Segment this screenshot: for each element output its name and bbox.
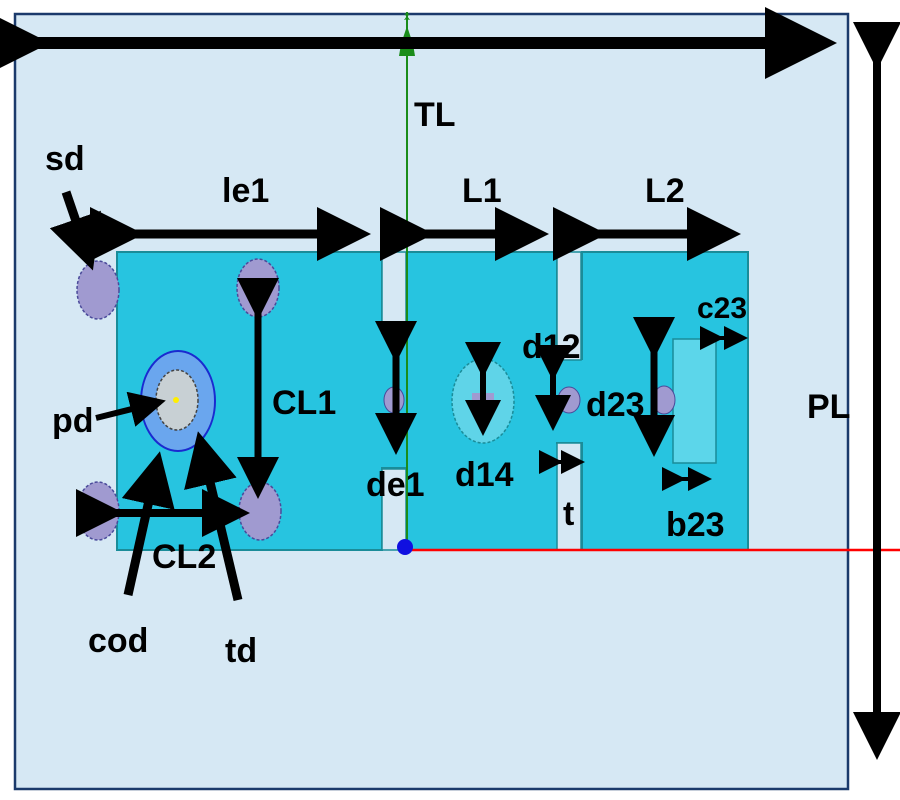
label-TL: TL <box>414 96 456 134</box>
label-td: td <box>225 632 257 670</box>
label-t: t <box>563 495 574 533</box>
label-L2: L2 <box>645 172 685 210</box>
pointer-arrow-cod <box>121 451 175 596</box>
slot-t-top <box>556 251 582 361</box>
origin-marker <box>397 539 413 555</box>
slot-de1-bottom <box>381 468 407 551</box>
label-d14: d14 <box>455 456 514 494</box>
via-top-left <box>76 260 120 320</box>
label-le1: le1 <box>222 172 269 210</box>
label-CL2: CL2 <box>152 538 216 576</box>
stub-rectangle <box>672 338 717 464</box>
label-b23: b23 <box>666 506 725 544</box>
via-top-right <box>236 258 280 318</box>
label-d12: d12 <box>522 328 581 366</box>
via-bottom-left <box>76 481 120 541</box>
pointer-arrow-pd <box>95 391 166 427</box>
pointer-arrow-sd <box>49 190 101 271</box>
pointer-arrow-td <box>184 431 243 602</box>
label-L1: L1 <box>462 172 502 210</box>
label-PL: PL <box>807 388 850 426</box>
via-d12 <box>557 386 581 414</box>
axis-marker-label: x <box>404 9 410 23</box>
slot-de1-top <box>381 251 407 333</box>
label-de1: de1 <box>366 466 425 504</box>
label-c23: c23 <box>697 292 747 325</box>
label-sd: sd <box>45 140 85 178</box>
feed-pin-pd <box>173 397 179 403</box>
label-d23: d23 <box>586 386 645 424</box>
label-pd: pd <box>52 402 94 440</box>
label-CL1: CL1 <box>272 384 336 422</box>
label-cod: cod <box>88 622 148 660</box>
